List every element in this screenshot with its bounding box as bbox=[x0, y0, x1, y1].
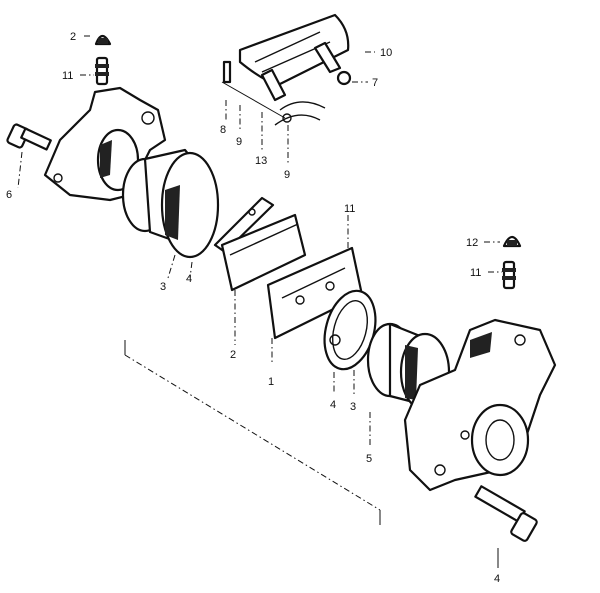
right-caliper-body bbox=[403, 318, 557, 492]
label-4-left: 4 bbox=[186, 273, 192, 285]
brake-pad-left bbox=[220, 213, 307, 292]
label-7: 7 bbox=[372, 77, 378, 89]
left-piston bbox=[121, 148, 220, 259]
label-3-left: 3 bbox=[160, 281, 166, 293]
label-2-top: 2 bbox=[70, 31, 76, 43]
label-10: 10 bbox=[380, 47, 392, 59]
bleeder-cap-top-left bbox=[94, 34, 112, 46]
label-6: 6 bbox=[6, 189, 12, 201]
right-piston-seal bbox=[323, 289, 377, 371]
bleeder-cap-right bbox=[502, 235, 522, 248]
label-12: 12 bbox=[466, 237, 478, 249]
label-2-pad: 2 bbox=[230, 349, 236, 361]
label-13: 13 bbox=[255, 155, 267, 167]
assembly-guide-lines bbox=[17, 35, 502, 568]
label-8: 8 bbox=[220, 124, 226, 136]
label-11-top: 11 bbox=[62, 70, 73, 82]
bleeder-screw-right bbox=[502, 260, 516, 290]
label-9b: 9 bbox=[284, 169, 290, 181]
brake-pad-rear bbox=[213, 196, 275, 254]
label-11-pad: 11 bbox=[344, 203, 355, 215]
pad-mounting-pins bbox=[221, 60, 352, 126]
label-9a: 9 bbox=[236, 136, 242, 148]
label-5: 5 bbox=[366, 453, 372, 465]
label-1-pad: 1 bbox=[268, 376, 274, 388]
label-11-right: 11 bbox=[470, 267, 481, 279]
label-4-seal: 4 bbox=[330, 399, 336, 411]
label-4-bolt: 4 bbox=[494, 573, 500, 585]
label-3-seal: 3 bbox=[350, 401, 356, 413]
bleeder-screw-top-left bbox=[95, 56, 109, 86]
pad-spring-cover bbox=[238, 13, 350, 102]
right-mounting-bolt bbox=[474, 485, 538, 542]
left-mounting-bolt bbox=[6, 123, 52, 151]
